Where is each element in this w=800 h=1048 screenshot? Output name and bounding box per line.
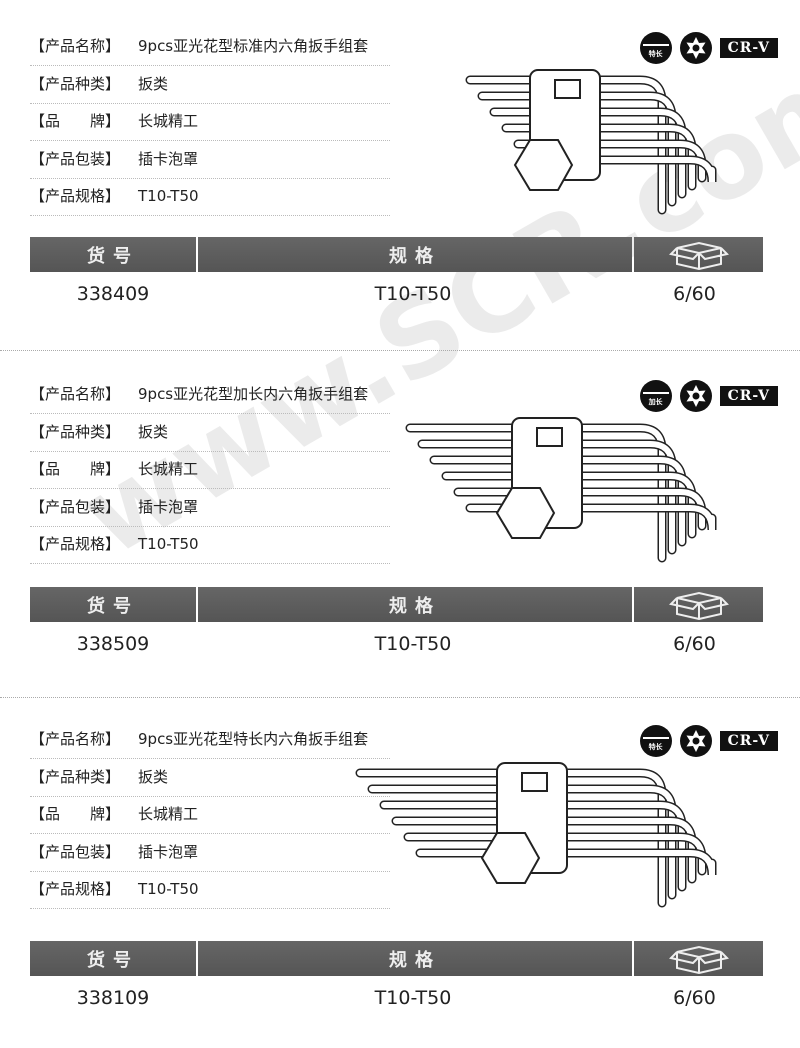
info-row-brand: 【品 牌】长城精工	[30, 103, 390, 141]
info-value: T10-T50	[138, 880, 199, 898]
info-label: 【产品包装】	[30, 149, 121, 168]
header-code: 货号	[30, 587, 196, 622]
info-value: T10-T50	[138, 187, 199, 205]
info-label: 【产品种类】	[30, 767, 121, 786]
header-code: 货号	[30, 941, 196, 976]
info-value: 9pcs亚光花型加长内六角扳手组套	[138, 385, 369, 403]
box-icon	[634, 941, 763, 976]
info-label: 【产品名称】	[30, 385, 121, 403]
info-label: 【品 牌】	[30, 112, 121, 130]
table-header: 货号 规格	[30, 587, 763, 622]
table-header: 货号 规格	[30, 237, 763, 272]
header-spec: 规格	[198, 587, 632, 622]
header-spec: 规格	[198, 941, 632, 976]
info-row-spec: 【产品规格】 T10-T50	[30, 526, 390, 564]
info-label: 【产品名称】	[30, 37, 121, 55]
info-value: 9pcs亚光花型标准内六角扳手组套	[138, 37, 369, 55]
header-spec: 规格	[198, 237, 632, 272]
pack-quantity: 6/60	[673, 633, 716, 655]
box-icon	[634, 587, 763, 622]
info-row-type: 【产品种类】扳类	[30, 759, 390, 797]
table-row: 338409 T10-T50 6/60	[30, 274, 763, 314]
pack-quantity: 6/60	[673, 283, 716, 305]
info-label: 【产品种类】	[30, 74, 121, 93]
info-value: 长城精工	[138, 805, 199, 823]
info-value: 插卡泡罩	[138, 842, 199, 861]
material-badge: CR-V	[719, 731, 778, 751]
info-row-package: 【产品包装】插卡泡罩	[30, 489, 390, 527]
info-row-brand: 【品 牌】长城精工	[30, 796, 390, 834]
material-badge: CR-V	[719, 38, 778, 58]
torx-icon	[679, 380, 712, 412]
info-label: 【品 牌】	[30, 460, 121, 478]
info-row-spec: 【产品规格】 T10-T50	[30, 178, 390, 216]
wrench-set-illustration	[405, 417, 717, 563]
pack-quantity: 6/60	[673, 987, 716, 1009]
info-value: T10-T50	[138, 535, 199, 553]
info-row-name: 【产品名称】 9pcs亚光花型标准内六角扳手组套	[30, 28, 390, 66]
length-badge-icon: 加长	[639, 380, 672, 412]
length-badge-icon: 特长	[639, 32, 672, 64]
torx-icon	[679, 32, 712, 64]
info-value: 扳类	[138, 767, 169, 786]
product-spec: T10-T50	[374, 987, 452, 1009]
feature-icons: 特长 CR-V	[639, 725, 778, 757]
info-label: 【产品种类】	[30, 422, 121, 441]
section-divider	[0, 350, 800, 351]
wrench-set-illustration	[355, 762, 717, 908]
info-row-type: 【产品种类】扳类	[30, 66, 390, 104]
info-value: 长城精工	[138, 460, 199, 478]
info-row-name: 【产品名称】 9pcs亚光花型特长内六角扳手组套	[30, 721, 390, 759]
info-value: 长城精工	[138, 112, 199, 130]
info-value: 插卡泡罩	[138, 149, 199, 168]
info-row-name: 【产品名称】 9pcs亚光花型加长内六角扳手组套	[30, 376, 390, 414]
info-value: 9pcs亚光花型特长内六角扳手组套	[138, 730, 369, 748]
info-row-spec: 【产品规格】 T10-T50	[30, 871, 390, 909]
info-row-package: 【产品包装】插卡泡罩	[30, 141, 390, 179]
info-label: 【产品包装】	[30, 842, 121, 861]
product-spec: T10-T50	[374, 283, 452, 305]
product-spec: T10-T50	[374, 633, 452, 655]
box-icon	[634, 237, 763, 272]
length-badge-icon: 特长	[639, 725, 672, 757]
product-section: 【产品名称】9pcs亚光花型标准内六角扳手组套【产品种类】扳类【品 牌】长城精工…	[0, 10, 800, 355]
info-label: 【产品名称】	[30, 730, 121, 748]
info-row-brand: 【品 牌】长城精工	[30, 451, 390, 489]
info-value: 扳类	[138, 74, 169, 93]
info-label: 【产品包装】	[30, 497, 121, 516]
material-badge: CR-V	[719, 386, 778, 406]
info-label: 【产品规格】	[30, 880, 121, 898]
product-section: 【产品名称】9pcs亚光花型加长内六角扳手组套【产品种类】扳类【品 牌】长城精工…	[0, 358, 800, 703]
feature-icons: 加长 CR-V	[639, 380, 778, 412]
feature-icons: 特长 CR-V	[639, 32, 778, 64]
info-value: 扳类	[138, 422, 169, 441]
product-section: 【产品名称】9pcs亚光花型特长内六角扳手组套【产品种类】扳类【品 牌】长城精工…	[0, 703, 800, 1048]
torx-icon	[679, 725, 712, 757]
info-label: 【产品规格】	[30, 187, 121, 205]
product-code: 338109	[76, 987, 150, 1009]
wrench-set-illustration	[465, 69, 717, 215]
info-label: 【产品规格】	[30, 535, 121, 553]
table-row: 338509 T10-T50 6/60	[30, 624, 763, 664]
product-code: 338409	[76, 283, 150, 305]
product-code: 338509	[76, 633, 150, 655]
table-header: 货号 规格	[30, 941, 763, 976]
info-row-type: 【产品种类】扳类	[30, 414, 390, 452]
section-divider	[0, 697, 800, 698]
info-label: 【品 牌】	[30, 805, 121, 823]
header-code: 货号	[30, 237, 196, 272]
table-row: 338109 T10-T50 6/60	[30, 978, 763, 1018]
info-value: 插卡泡罩	[138, 497, 199, 516]
info-row-package: 【产品包装】插卡泡罩	[30, 834, 390, 872]
